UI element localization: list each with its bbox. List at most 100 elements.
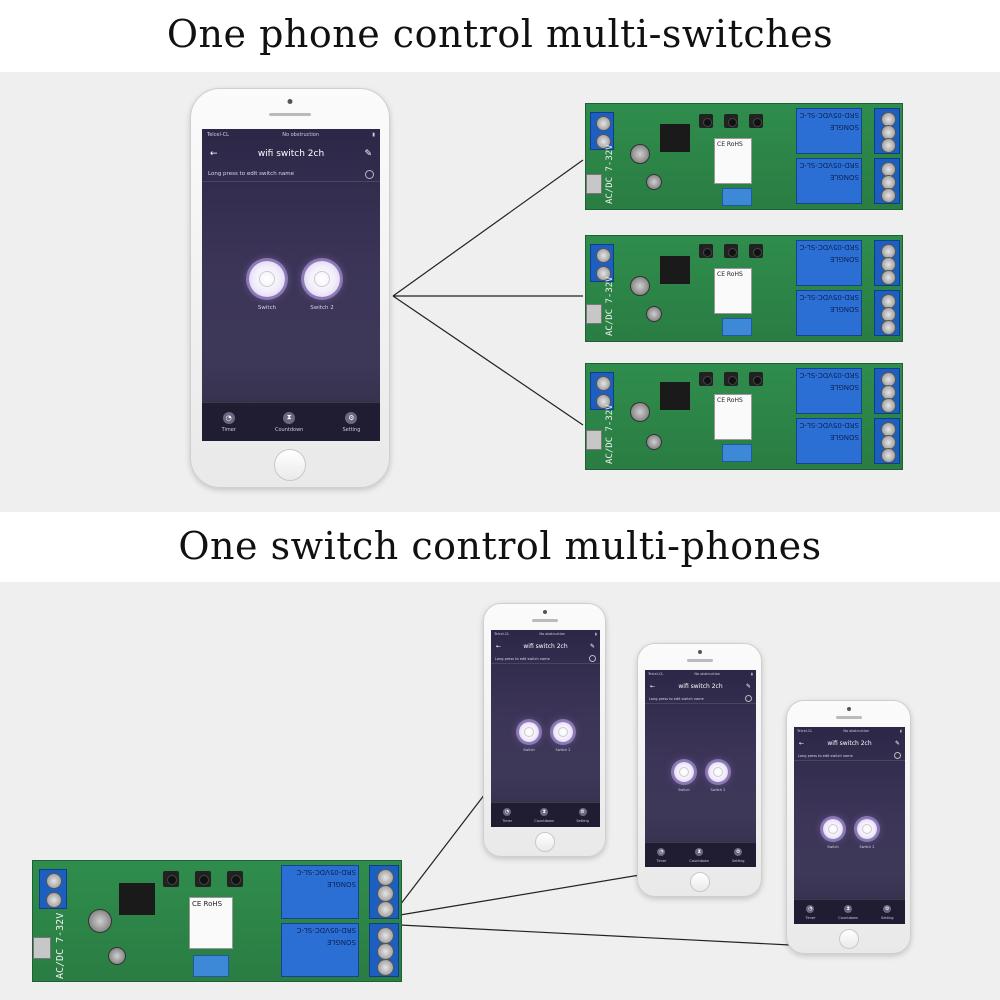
gear-icon: ⚙ (345, 411, 358, 424)
earpiece (269, 113, 311, 116)
switch-1[interactable]: Switch (668, 762, 700, 792)
info-icon[interactable] (745, 695, 752, 702)
tab-timer[interactable]: ◔Timer (221, 411, 236, 433)
edit-icon[interactable]: ✎ (745, 682, 751, 690)
push-button (699, 114, 713, 128)
battery-icon: ▮ (900, 729, 902, 733)
timer-icon: ◔ (503, 807, 512, 816)
usb-port (586, 430, 602, 450)
power-icon[interactable] (708, 762, 728, 782)
edit-icon[interactable]: ✎ (589, 642, 595, 650)
switch-2-label: Switch 2 (310, 305, 334, 311)
bottom-tab-bar: ◔Timer ⧗Countdown ⚙Setting (202, 402, 380, 441)
front-camera (697, 650, 702, 654)
earpiece (531, 619, 558, 622)
wifi-module: CE RoHS (714, 268, 752, 314)
power-icon[interactable] (674, 762, 694, 782)
wifi-module: CE RoHS (714, 394, 752, 440)
chip (660, 256, 690, 284)
output-terminal (369, 865, 399, 919)
output-terminal (874, 290, 900, 336)
back-icon[interactable]: ← (799, 739, 805, 747)
app-bar: ←wifi switch 2ch✎ (645, 679, 756, 693)
output-terminal (874, 368, 900, 414)
tab-countdown[interactable]: ⧗Countdown (534, 807, 555, 823)
capacitor (646, 306, 662, 322)
output-terminal (874, 108, 900, 154)
hint-row: Long press to edit switch name (794, 751, 905, 761)
tab-setting[interactable]: ⚙Setting (576, 807, 589, 823)
phone-main: Telcel-CL No obstruction ▮ ← wifi switch… (190, 88, 390, 488)
gear-icon: ⚙ (734, 847, 743, 856)
edit-icon[interactable]: ✎ (364, 149, 372, 159)
bottom-tab-bar: ◔Timer ⧗Countdown ⚙Setting (491, 802, 600, 827)
info-icon[interactable] (894, 752, 901, 759)
capacitor (108, 947, 126, 965)
push-button (749, 114, 763, 128)
power-icon[interactable] (823, 819, 843, 839)
info-icon[interactable] (365, 169, 374, 179)
tab-setting[interactable]: ⚙Setting (342, 411, 361, 433)
status-bar: Telcel-CL No obstruction ▮ (202, 129, 380, 141)
capacitor (630, 144, 650, 164)
power-icon[interactable] (519, 722, 539, 742)
info-icon[interactable] (589, 655, 596, 662)
app-bar: ← wifi switch 2ch ✎ (202, 143, 380, 165)
tab-timer[interactable]: ◔Timer (502, 807, 513, 823)
switch-1[interactable]: Switch (513, 722, 545, 752)
usb-port (586, 174, 602, 194)
app-bar: ←wifi switch 2ch✎ (491, 639, 600, 653)
power-icon[interactable] (553, 722, 573, 742)
power-icon[interactable] (857, 819, 877, 839)
power-icon[interactable] (304, 261, 340, 297)
status-center: No obstruction (282, 132, 319, 138)
switch-2[interactable]: Switch 2 (547, 722, 579, 752)
back-icon[interactable]: ← (210, 149, 218, 159)
switch-2[interactable]: Switch 2 (702, 762, 734, 792)
tab-countdown[interactable]: ⧗Countdown (275, 411, 304, 433)
power-label: AC/DC 7-32V (605, 404, 615, 464)
back-icon[interactable]: ← (650, 682, 656, 690)
front-camera (846, 707, 851, 711)
timer-icon: ◔ (806, 904, 815, 913)
power-terminal (39, 869, 67, 909)
hint-row: Long press to edit switch name (202, 167, 380, 182)
power-terminal (590, 112, 614, 150)
edit-icon[interactable]: ✎ (894, 739, 900, 747)
power-label: AC/DC 7-32V (55, 912, 66, 979)
switch-1[interactable]: Switch (817, 819, 849, 849)
tab-setting[interactable]: ⚙Setting (732, 847, 745, 863)
output-terminal (369, 923, 399, 977)
switch-1[interactable]: Switch (242, 261, 292, 311)
hourglass-icon: ⧗ (695, 847, 704, 856)
tab-timer[interactable]: ◔Timer (656, 847, 667, 863)
wifi-module: CE RoHS (714, 138, 752, 184)
tab-setting[interactable]: ⚙Setting (881, 904, 894, 920)
battery-icon: ▮ (751, 672, 753, 676)
tab-countdown[interactable]: ⧗Countdown (689, 847, 710, 863)
back-icon[interactable]: ← (496, 642, 502, 650)
wifi-module: CE RoHS (189, 897, 233, 949)
phone-screen: Telcel-CL No obstruction ▮ ← wifi switch… (202, 129, 380, 441)
home-button (689, 872, 710, 892)
timer-icon: ◔ (657, 847, 666, 856)
earpiece (835, 716, 862, 719)
app-bar: ←wifi switch 2ch✎ (794, 736, 905, 750)
power-icon[interactable] (249, 261, 285, 297)
usb-port (33, 937, 51, 959)
earpiece (686, 659, 713, 662)
gear-icon: ⚙ (578, 807, 587, 816)
switch-2[interactable]: Switch 2 (297, 261, 347, 311)
switch-2[interactable]: Switch 2 (851, 819, 883, 849)
tab-timer[interactable]: ◔Timer (805, 904, 816, 920)
tab-countdown[interactable]: ⧗Countdown (838, 904, 859, 920)
